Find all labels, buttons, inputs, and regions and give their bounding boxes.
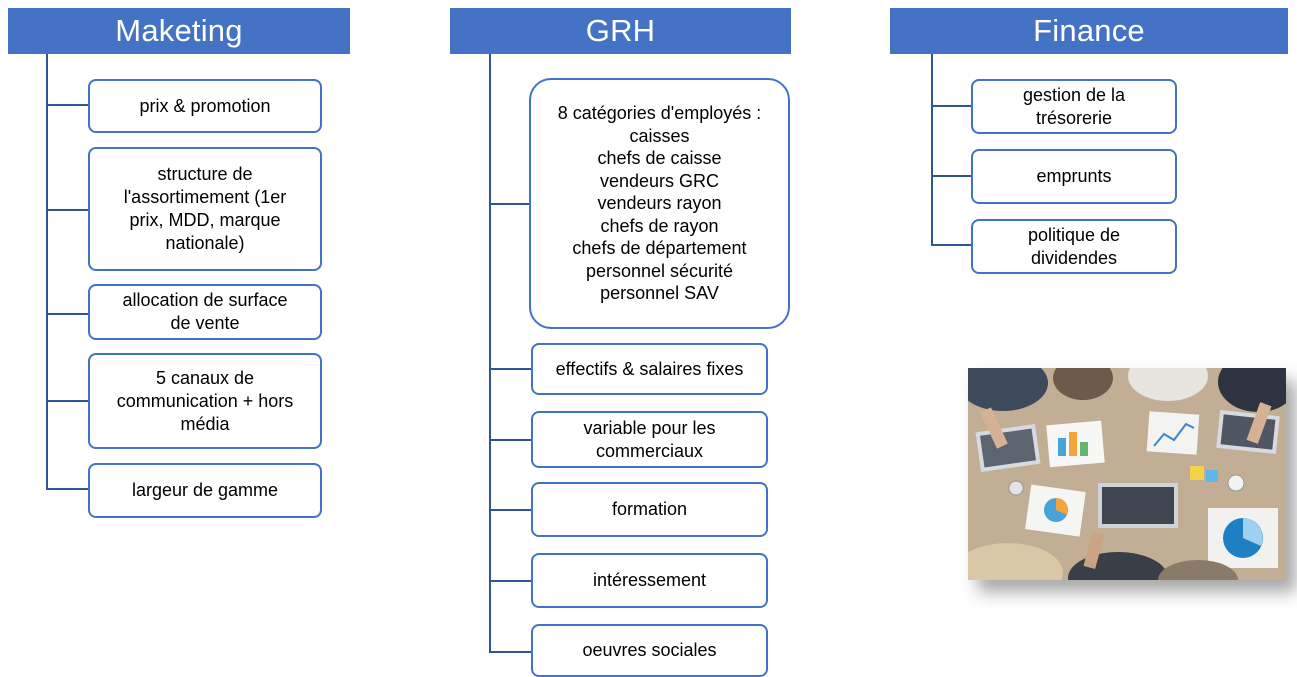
marketing-header: Maketing — [8, 8, 350, 54]
grh-connector — [489, 509, 531, 511]
marketing-connector — [46, 313, 88, 315]
grh-connector — [489, 203, 531, 205]
marketing-connector — [46, 104, 88, 106]
marketing-item-communication: 5 canaux de communication + hors média — [88, 353, 322, 449]
grh-item-variable: variable pour les commerciaux — [531, 411, 768, 468]
grh-connector — [489, 439, 531, 441]
marketing-item-prix-promotion: prix & promotion — [88, 79, 322, 133]
finance-item-dividendes: politique de dividendes — [971, 219, 1177, 274]
marketing-trunk — [46, 54, 48, 490]
marketing-connector — [46, 488, 88, 490]
finance-connector — [931, 105, 971, 107]
marketing-connector — [46, 400, 88, 402]
finance-connector — [931, 175, 971, 177]
grh-connector — [489, 651, 531, 653]
marketing-item-surface: allocation de surface de vente — [88, 284, 322, 340]
grh-trunk — [489, 54, 491, 653]
finance-connector — [931, 244, 971, 246]
grh-connector — [489, 368, 531, 370]
marketing-item-gamme: largeur de gamme — [88, 463, 322, 518]
marketing-item-assortiment: structure de l'assortimement (1er prix, … — [88, 147, 322, 271]
team-meeting-illustration — [968, 368, 1286, 580]
grh-header: GRH — [450, 8, 791, 54]
grh-item-interessement: intéressement — [531, 553, 768, 608]
grh-item-oeuvres: oeuvres sociales — [531, 624, 768, 677]
marketing-connector — [46, 209, 88, 211]
finance-item-emprunts: emprunts — [971, 149, 1177, 204]
finance-item-tresorerie: gestion de la trésorerie — [971, 79, 1177, 134]
finance-header: Finance — [890, 8, 1288, 54]
finance-trunk — [931, 54, 933, 246]
grh-connector — [489, 580, 531, 582]
grh-item-categories: 8 catégories d'employés : caisses chefs … — [529, 78, 790, 329]
grh-item-formation: formation — [531, 482, 768, 537]
team-meeting-photo — [968, 368, 1286, 580]
grh-item-effectifs: effectifs & salaires fixes — [531, 343, 768, 395]
